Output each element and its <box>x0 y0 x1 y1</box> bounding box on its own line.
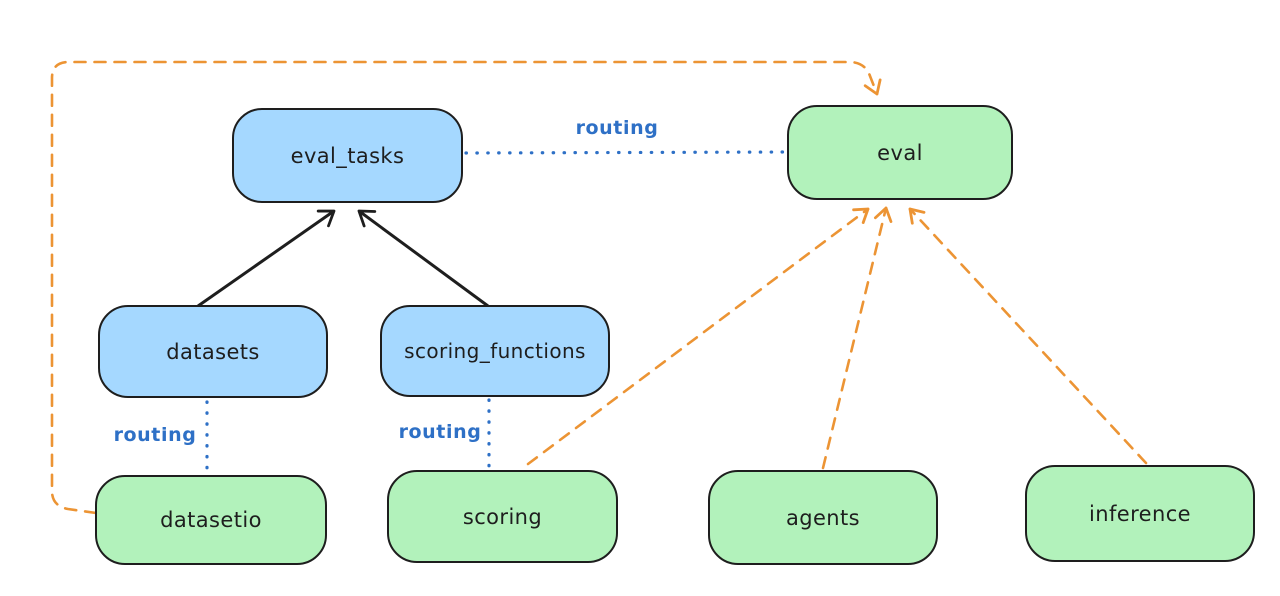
node-eval-tasks: eval_tasks <box>232 108 463 203</box>
node-datasets-label: datasets <box>166 339 260 364</box>
node-scoring-functions: scoring_functions <box>380 305 610 397</box>
node-inference: inference <box>1025 465 1255 562</box>
node-scoring: scoring <box>387 470 618 563</box>
node-datasetio-label: datasetio <box>160 508 262 532</box>
node-eval-label: eval <box>877 140 923 165</box>
node-inference-label: inference <box>1089 501 1191 526</box>
edge-label-routing-top: routing <box>575 117 659 139</box>
edge-label-routing-datasets: routing <box>113 424 197 446</box>
edge-eval-tasks-to-eval-routing <box>464 150 786 155</box>
edge-inference-to-eval <box>908 207 1148 465</box>
node-scoring-functions-label: scoring_functions <box>404 339 586 363</box>
edge-scoring-functions-to-eval-tasks <box>357 209 489 308</box>
node-agents: agents <box>708 470 938 565</box>
edge-datasets-to-eval-tasks <box>197 209 336 308</box>
node-eval-tasks-label: eval_tasks <box>290 143 405 168</box>
edge-label-routing-scoring: routing <box>398 421 482 443</box>
node-scoring-label: scoring <box>462 504 543 529</box>
node-agents-label: agents <box>785 505 860 530</box>
edge-agents-to-eval <box>821 206 893 470</box>
node-eval: eval <box>787 105 1013 200</box>
node-datasets: datasets <box>98 305 328 398</box>
node-datasetio: datasetio <box>95 475 327 565</box>
